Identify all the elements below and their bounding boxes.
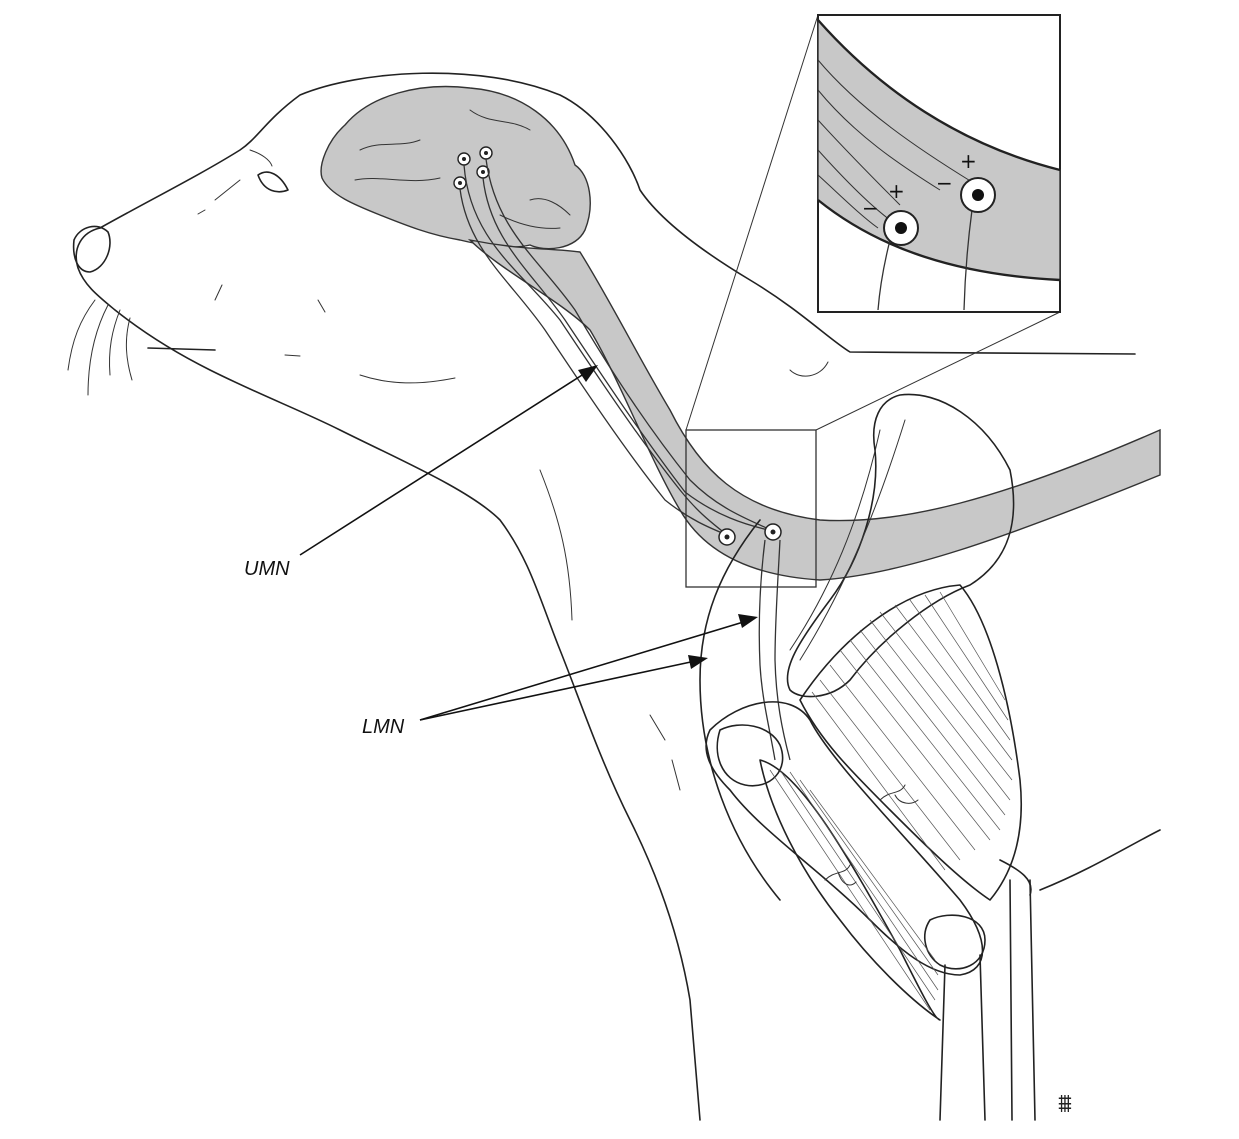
lmn-pointer bbox=[420, 614, 758, 720]
minus-sign: − bbox=[862, 196, 879, 220]
lmn-label: LMN bbox=[362, 716, 405, 738]
brain bbox=[321, 87, 590, 249]
plus-sign: + bbox=[960, 149, 977, 173]
inset-neuron bbox=[961, 178, 995, 212]
minus-sign: − bbox=[936, 171, 953, 195]
umn-label: UMN bbox=[244, 558, 290, 580]
artist-signature: ⩩ bbox=[1058, 1088, 1072, 1118]
umn-pointer bbox=[300, 365, 598, 555]
magnified-inset: + + − − bbox=[818, 15, 1060, 312]
inset-neuron bbox=[884, 211, 918, 245]
plus-sign: + bbox=[888, 179, 905, 203]
